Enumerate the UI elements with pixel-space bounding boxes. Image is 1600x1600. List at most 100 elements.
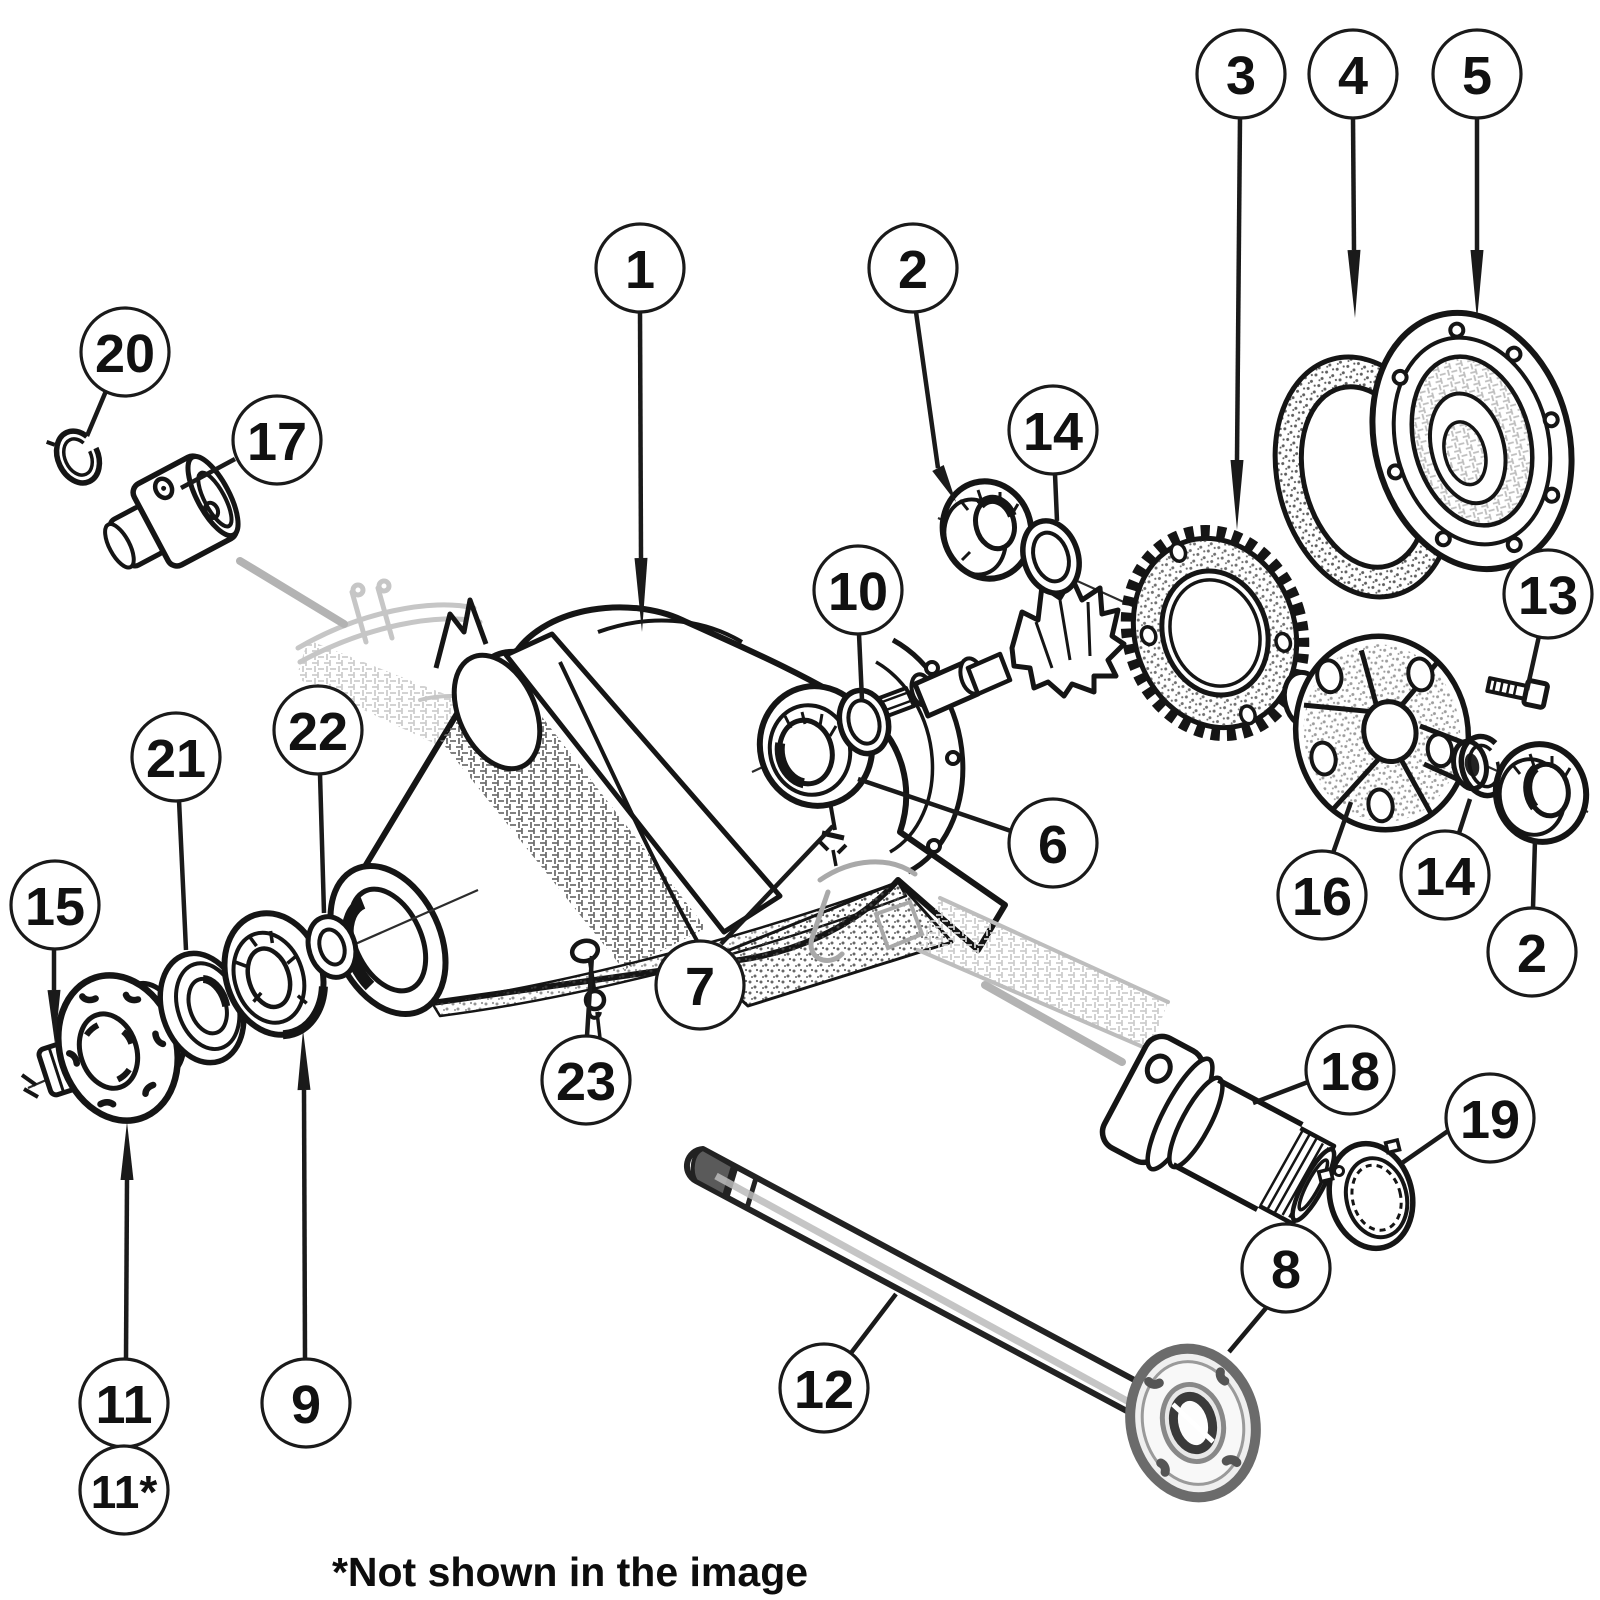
callout-arrowhead: [47, 989, 61, 1044]
ghost-leader-line-left: [236, 557, 348, 628]
callout-16: 16: [1276, 801, 1368, 941]
callout-number: 13: [1518, 566, 1578, 626]
callout-number: 17: [247, 412, 307, 472]
callout-leader-line: [317, 773, 327, 914]
callout-20: 20: [79, 306, 171, 437]
callout-number: 12: [794, 1360, 854, 1420]
callout-number: 6: [1038, 815, 1068, 875]
callout-leader-line: [1052, 473, 1060, 522]
callout-balloon: [1240, 1222, 1332, 1314]
callout-leader-line: [1456, 798, 1473, 834]
callout-leader-line: [719, 824, 835, 946]
callout-number: 19: [1460, 1090, 1520, 1150]
callout-22: 22: [272, 684, 364, 914]
callout-number: 22: [288, 702, 348, 762]
callout-balloon: [1444, 1072, 1536, 1164]
pinion-spacer-17: [103, 453, 241, 570]
callout-balloon: [594, 222, 686, 314]
callout-5: 5: [1431, 28, 1523, 320]
threaded-adapter-18: [1099, 1033, 1337, 1226]
pinion-bearing-2: [939, 478, 1035, 582]
callout-number: 11*: [91, 1466, 158, 1518]
callout-arrowhead: [297, 1030, 311, 1091]
housing-dome-top-line: [597, 618, 744, 644]
callout-leader-line: [584, 955, 595, 1037]
callout-balloon: [540, 1034, 632, 1126]
pinion-group: [836, 478, 1127, 757]
cover-5: [1369, 309, 1575, 573]
ghost-leaf-spring-right: [808, 859, 1170, 1052]
callout-number: 20: [95, 324, 155, 384]
callout-14: 14: [1007, 384, 1099, 522]
callout-leader-line: [176, 799, 189, 951]
ghost-leader-line-right: [981, 981, 1126, 1066]
callout-9: 9: [260, 1030, 352, 1449]
callout-10: 10: [812, 544, 904, 701]
callout-leader-line: [849, 1292, 898, 1355]
callout-balloon: [867, 222, 959, 314]
callout-leader-line: [1524, 635, 1542, 691]
shaft-flange-8: [1125, 1343, 1261, 1503]
callout-12: 12: [778, 1292, 898, 1434]
pinion-washer-10: [836, 687, 892, 757]
callout-number: 9: [291, 1375, 321, 1435]
callout-balloon: [9, 859, 101, 951]
hub-group: [20, 908, 359, 1124]
callout-number: 2: [898, 240, 928, 300]
callout-13: 13: [1502, 548, 1594, 691]
callout-number: 7: [685, 957, 715, 1017]
callout-balloon: [130, 711, 222, 803]
callout-balloon: [272, 684, 364, 776]
callout-2: 2: [867, 222, 959, 502]
callout-arrowhead: [634, 557, 648, 632]
callout-number: 1: [625, 240, 655, 300]
callout-balloon: [79, 306, 171, 398]
callout-leader-line: [913, 311, 941, 469]
callout-balloon: [1007, 384, 1099, 476]
callout-17: 17: [179, 394, 323, 490]
callout-leader-line: [179, 457, 237, 490]
diff-case-16: [1281, 633, 1489, 833]
callout-number: 4: [1338, 46, 1368, 106]
callout-leader-line: [1530, 839, 1538, 909]
callout-number: 18: [1320, 1042, 1380, 1102]
callout-leader-line: [1330, 801, 1354, 854]
axle-bearing-9: [219, 908, 329, 1040]
callout-balloon: [778, 1342, 870, 1434]
ring-gear-3: [1120, 525, 1310, 741]
callout-balloon: [1486, 906, 1578, 998]
spring-perch-hook: [433, 597, 489, 669]
callout-balloon: [231, 394, 323, 486]
callout-leader-line: [301, 1089, 308, 1360]
callout-leader-line: [1400, 1129, 1450, 1165]
callout-2: 2: [1486, 839, 1578, 998]
callout-balloon: [260, 1357, 352, 1449]
callout-number: 11: [95, 1375, 152, 1435]
callout-arrowhead: [932, 464, 956, 502]
callout-balloon: [1007, 797, 1099, 889]
housing-flange-arc-inner: [875, 660, 935, 854]
callout-leader-line: [1227, 1306, 1268, 1354]
callout-balloon: [654, 939, 746, 1031]
callout-leader-line: [637, 311, 644, 559]
carrier-bolt-13: [1485, 676, 1550, 710]
callout-11: 11*: [78, 1444, 170, 1536]
callout-number: 23: [556, 1052, 616, 1112]
callout-18: 18: [1252, 1024, 1396, 1116]
lock-nut-19: [1316, 1137, 1416, 1252]
pinion-shim-14: [1020, 518, 1082, 596]
callout-number: 10: [828, 562, 888, 622]
callout-19: 19: [1400, 1072, 1536, 1165]
callout-number: 8: [1271, 1240, 1301, 1300]
callout-8: 8: [1227, 1222, 1332, 1354]
callout-23: 23: [540, 955, 632, 1126]
axle-housing: [327, 597, 1008, 1039]
callout-balloon: [1431, 28, 1523, 120]
housing-front-rib: [503, 631, 783, 935]
callout-balloon: [1195, 28, 1287, 120]
callout-4: 4: [1307, 28, 1399, 318]
callout-7: 7: [654, 824, 835, 1031]
